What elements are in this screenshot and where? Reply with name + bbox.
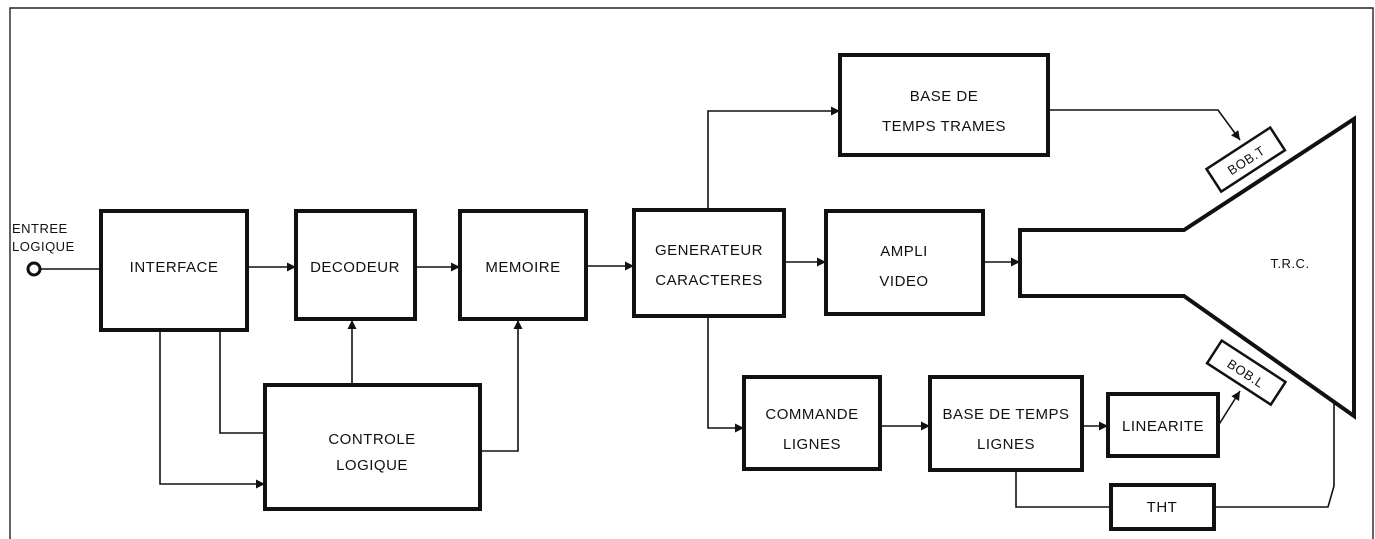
- base-trames-label-line2: TEMPS TRAMES: [882, 118, 1006, 135]
- interface-label: INTERFACE: [130, 259, 219, 276]
- wire-generateur-base-trames: [707, 106, 840, 210]
- block-tht: THT: [1109, 483, 1216, 531]
- ampli-label-line2: VIDEO: [879, 273, 928, 290]
- wire-base-lignes-tht: [1015, 470, 1111, 508]
- wire-controle-interface: [215, 322, 265, 434]
- input-label-line2: LOGIQUE: [12, 239, 75, 254]
- wire-interface-controle: [159, 331, 265, 489]
- wire-linearite-bobl: [1217, 390, 1241, 427]
- block-base-temps-lignes: BASE DE TEMPS LIGNES: [928, 375, 1084, 472]
- commande-label-line2: LIGNES: [783, 436, 841, 453]
- decodeur-label: DECODEUR: [310, 259, 400, 276]
- block-ampli-video: AMPLI VIDEO: [824, 209, 985, 316]
- block-interface: INTERFACE: [99, 209, 249, 332]
- wire-tht-trc: [1214, 400, 1335, 508]
- block-memoire: MEMOIRE: [458, 209, 588, 321]
- input-label-line1: ENTREE: [12, 221, 68, 236]
- controle-label-line2: LOGIQUE: [336, 457, 408, 474]
- generateur-label-line2: CARACTERES: [655, 272, 763, 289]
- wire-generateur-commande: [707, 316, 744, 433]
- memoire-label: MEMOIRE: [485, 259, 560, 276]
- block-generateur-caracteres: GENERATEUR CARACTERES: [632, 208, 786, 318]
- linearite-label: LINEARITE: [1122, 418, 1204, 435]
- base-lignes-label-line2: LIGNES: [977, 436, 1035, 453]
- generateur-label-line1: GENERATEUR: [655, 242, 763, 259]
- base-trames-label-line1: BASE DE: [910, 88, 979, 105]
- connections: [40, 106, 1335, 508]
- input-terminal: [26, 261, 42, 277]
- commande-label-line1: COMMANDE: [765, 406, 858, 423]
- block-decodeur: DECODEUR: [294, 209, 417, 321]
- crt-tube: T.R.C.: [1018, 115, 1356, 420]
- tht-label: THT: [1147, 499, 1178, 516]
- wire-base-trames-bobt: [1048, 109, 1241, 141]
- block-controle-logique: CONTROLE LOGIQUE: [263, 383, 482, 511]
- block-base-temps-trames: BASE DE TEMPS TRAMES: [838, 53, 1050, 157]
- wire-controle-memoire: [480, 320, 523, 452]
- frame-border: [9, 7, 1374, 539]
- trc-label: T.R.C.: [1270, 256, 1309, 271]
- controle-label-line1: CONTROLE: [328, 431, 415, 448]
- block-commande-lignes: COMMANDE LIGNES: [742, 375, 882, 471]
- ampli-label-line1: AMPLI: [880, 243, 928, 260]
- base-lignes-label-line1: BASE DE TEMPS: [942, 406, 1069, 423]
- block-linearite: LINEARITE: [1106, 392, 1220, 458]
